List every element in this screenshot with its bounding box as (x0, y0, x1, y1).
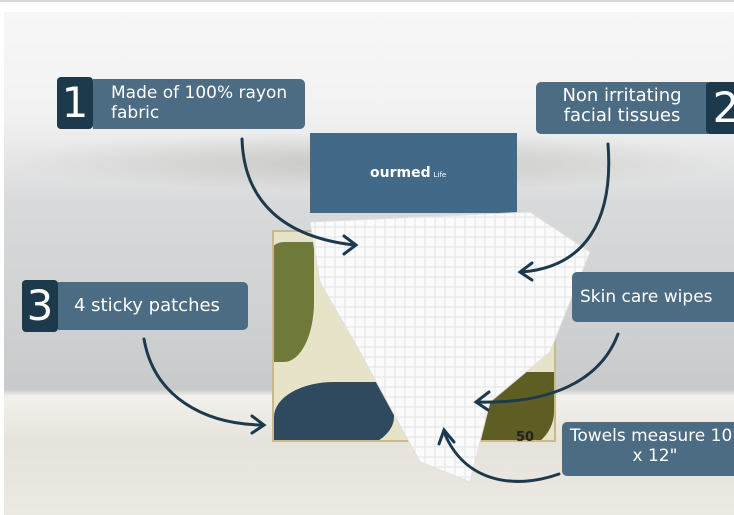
callout-label-3: 4 sticky patches (58, 282, 248, 330)
callout-number-3: 3 (22, 280, 58, 332)
box-lid (310, 133, 517, 213)
callout-label-skin-care: Skin care wipes (572, 272, 734, 322)
arrow-2 (520, 142, 611, 274)
arrow-5 (442, 430, 561, 483)
leaf-pattern (274, 382, 394, 440)
arrow-4 (477, 332, 620, 404)
arrow-1 (240, 137, 356, 247)
callout-label-1: Made of 100% rayon fabric (93, 79, 305, 129)
box-count: 50 (516, 430, 535, 445)
arrow-3 (142, 337, 264, 427)
callout-label-2: Non irritating facial tissues (536, 82, 708, 134)
callout-number-2: 2 (706, 82, 734, 134)
arrows (142, 137, 620, 483)
top-border (0, 0, 734, 2)
callout-number-1: 1 (57, 77, 93, 129)
tissue-sheet (309, 212, 590, 483)
callout-label-towels: Towels measure 10" x 12" (562, 422, 734, 476)
